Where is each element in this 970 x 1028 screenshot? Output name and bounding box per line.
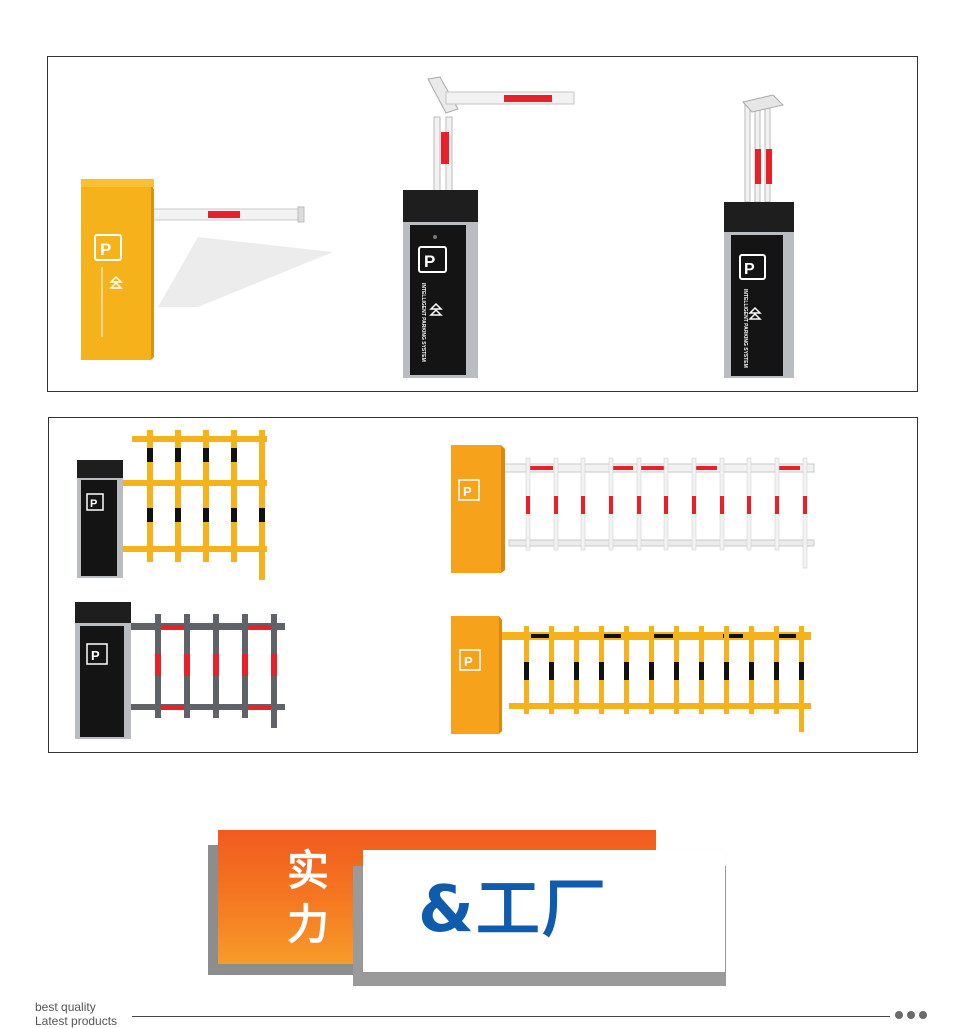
footer-subtagline: Latest products: [35, 1014, 118, 1028]
straight-arm-barrier: P: [81, 179, 333, 360]
svg-text:P: P: [100, 240, 111, 259]
svg-text:P: P: [744, 261, 755, 278]
footer-tagline: best quality: [35, 1000, 96, 1014]
dot-icon: [919, 1011, 927, 1019]
svg-text:P: P: [90, 498, 97, 510]
svg-text:P: P: [464, 654, 473, 669]
banner-orange-block: [218, 830, 656, 964]
long-yellow-black-fence-barrier: P: [451, 616, 811, 734]
footer-divider: [132, 1016, 890, 1017]
svg-text:P: P: [424, 252, 435, 271]
grey-red-fence-barrier: P: [75, 602, 285, 739]
banner-heading-char-2: 力: [286, 900, 329, 949]
double-folding-arm-barrier: P INTELLIGENT PARKING SYSTEM: [724, 94, 794, 378]
banner-shadow: [208, 845, 358, 975]
svg-text:P: P: [463, 484, 472, 499]
dot-icon: [895, 1011, 903, 1019]
dot-icon: [907, 1011, 915, 1019]
yellow-black-fence-barrier: P: [77, 430, 267, 580]
svg-text:P: P: [91, 648, 100, 663]
fence-barriers-illustration: P: [75, 430, 815, 739]
banner-white-card: [363, 850, 725, 972]
svg-text:INTELLIGENT PARKING SYSTEM: INTELLIGENT PARKING SYSTEM: [742, 289, 748, 368]
folding-arm-barrier: P INTELLIGENT PARKING SYSTEM: [403, 76, 575, 378]
svg-text:INTELLIGENT PARKING SYSTEM: INTELLIGENT PARKING SYSTEM: [420, 283, 426, 362]
arm-barriers-illustration: P P INTELLIGENT PARKING SYSTEM: [81, 76, 794, 378]
banner-heading-char-1: 实: [286, 846, 329, 895]
banner-shadow: [353, 866, 726, 986]
product-panel-arm-barriers: P P INTELLIGENT PARKING SYSTEM: [47, 56, 918, 392]
white-red-fence-barrier: P: [451, 445, 815, 573]
banner-main-title: &工厂: [418, 873, 608, 947]
product-panel-fence-barriers: P: [48, 417, 918, 753]
